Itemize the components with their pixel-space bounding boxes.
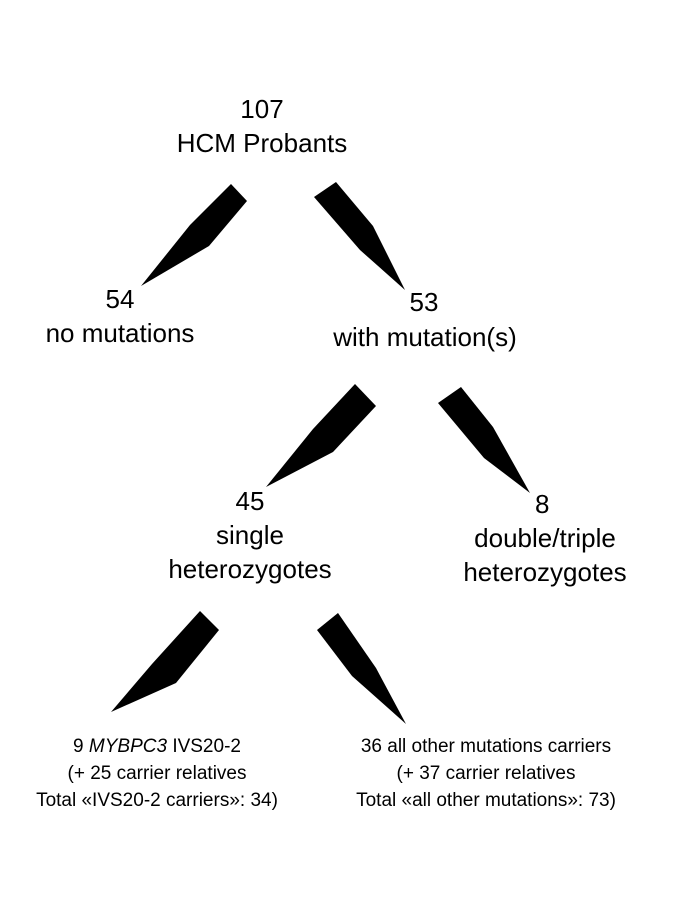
other-line2: (+ 37 carrier relatives xyxy=(396,763,576,784)
other-line3: Total «all other mutations»: 73) xyxy=(356,790,616,811)
no-mutations-count: 54 xyxy=(105,284,135,314)
single-line2: heterozygotes xyxy=(168,554,332,584)
no-mutations-label: no mutations xyxy=(45,318,195,348)
with-mutations-label: with mutation(s) xyxy=(333,322,517,352)
root-count: 107 xyxy=(240,94,284,124)
single-line1: single xyxy=(216,520,284,550)
double-node: 8 double/triple heterozygotes xyxy=(440,487,650,589)
arrow-root-to-with-mutations xyxy=(314,182,405,290)
arrow-single-to-ivs xyxy=(111,611,219,712)
root-node: 107 HCM Probants xyxy=(162,92,362,160)
ivs-suffix: IVS20-2 xyxy=(172,736,241,757)
double-count: 8 xyxy=(535,489,550,519)
ivs-node: 9 MYBPC3 IVS20-2 (+ 25 carrier relatives… xyxy=(0,733,314,814)
arrow-root-to-no-mutations xyxy=(141,184,247,286)
ivs-gene: MYBPC3 xyxy=(88,736,168,757)
arrow-with-to-double xyxy=(438,387,530,493)
ivs-line3: Total «IVS20-2 carriers»: 34) xyxy=(36,790,278,811)
single-count: 45 xyxy=(235,486,265,516)
double-line1: double/triple xyxy=(474,523,616,553)
double-line2: heterozygotes xyxy=(463,557,627,587)
arrow-single-to-other xyxy=(317,613,406,724)
ivs-prefix: 9 xyxy=(73,736,84,757)
ivs-line1: 9 MYBPC3 IVS20-2 xyxy=(0,733,314,760)
single-node: 45 single heterozygotes xyxy=(150,484,350,586)
ivs-line2: (+ 25 carrier relatives xyxy=(67,763,247,784)
other-line1: 36 all other mutations carriers xyxy=(360,736,612,757)
other-node: 36 all other mutations carriers (+ 37 ca… xyxy=(318,733,654,814)
arrow-with-to-single xyxy=(266,384,376,487)
root-label: HCM Probants xyxy=(176,128,348,158)
with-mutations-count: 53 xyxy=(409,287,439,317)
